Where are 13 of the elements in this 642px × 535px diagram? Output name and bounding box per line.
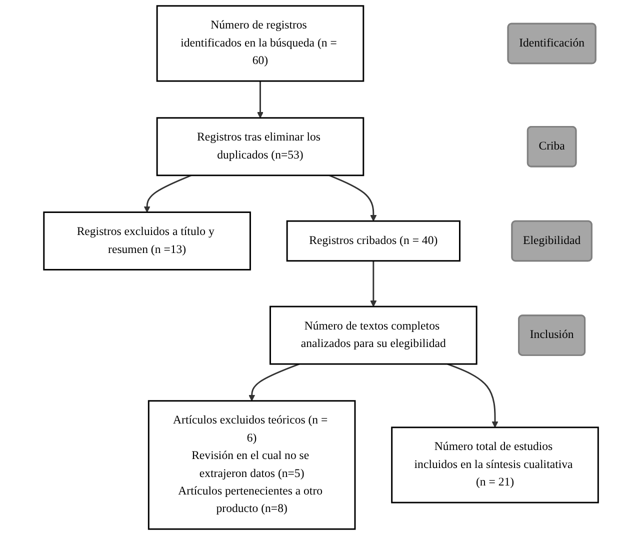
arrow: [370, 260, 377, 307]
arrow: [256, 81, 264, 118]
node-box: Número de textos completos analizados para su elegibilidad: [269, 306, 478, 365]
node-box: Artículos excluidos teóricos (n = 6) Revisión en el cual no se extrajeron datos (n=5) Artículos pertenecientes a otro producto (n=8): [148, 400, 356, 530]
node-box: Registros excluidos a título y resumen (n =13): [43, 211, 251, 270]
node-box: Registros tras eliminar los duplicados (n=53): [156, 117, 364, 176]
arrow: [447, 363, 498, 428]
arrow: [328, 174, 377, 222]
node-box: Registros cribados (n = 40): [286, 220, 460, 262]
node-box: Número de registros identificados en la búsqueda (n = 60): [156, 5, 364, 82]
arrow: [144, 174, 192, 213]
node-box: Número total de estudios incluidos en la síntesis cualitativa (n = 21): [391, 426, 599, 504]
arrow: [248, 363, 300, 402]
